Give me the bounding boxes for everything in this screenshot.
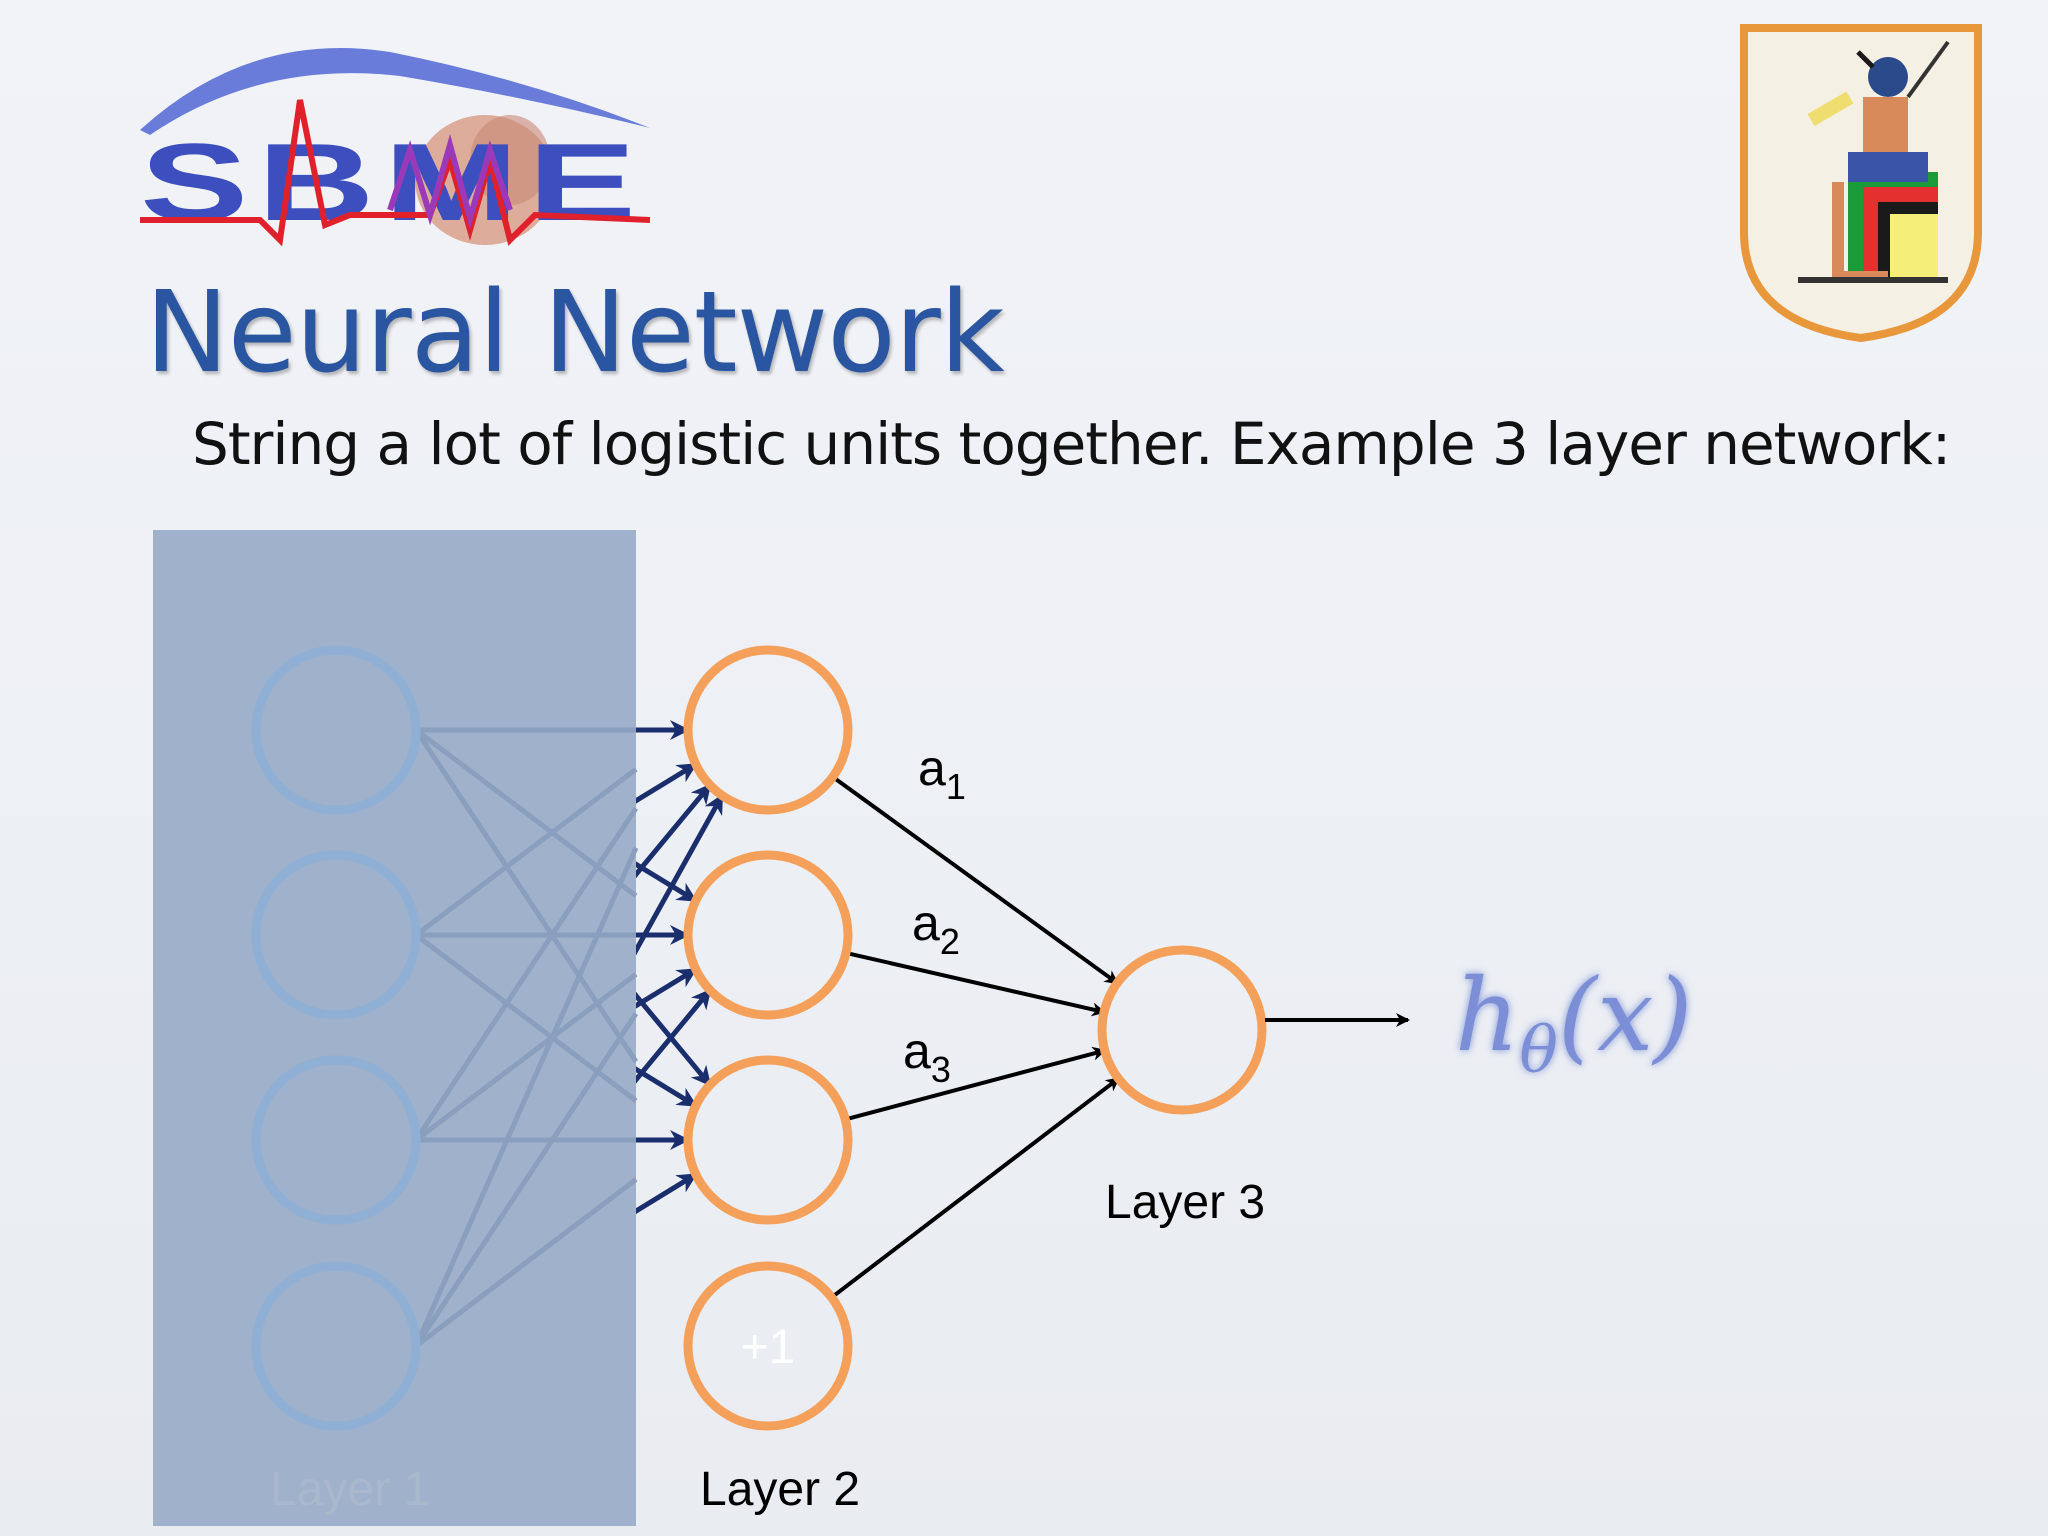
activation-label-a2: a2 <box>912 895 960 962</box>
layer1-node-2 <box>251 850 421 1020</box>
layer1-edge-3-1 <box>413 807 639 1142</box>
layer1-node-4 <box>251 1261 421 1431</box>
hidden-edge-1 <box>830 774 1119 985</box>
slide-title: Neural Network <box>145 268 1005 398</box>
layer1-edge-1-3 <box>413 728 639 1063</box>
layer2-node-2 <box>683 850 853 1020</box>
layer1-edge-3-2 <box>414 972 638 1142</box>
activation-label-a3: a3 <box>903 1023 951 1090</box>
layer1-edge-4-1 <box>413 846 639 1348</box>
layer1-label: Layer 1 <box>270 1463 430 1516</box>
layer1-node-1 <box>251 645 421 815</box>
layer2-node-3 <box>683 1055 853 1225</box>
layer1-connections <box>413 727 639 1348</box>
layer3-node-1 <box>1097 945 1267 1115</box>
layer1-edge-4-3 <box>414 1177 638 1348</box>
layer3-label: Layer 3 <box>1105 1176 1265 1229</box>
layer1-node-3 <box>251 1055 421 1225</box>
hidden-edge-2 <box>843 950 1106 1017</box>
output-hypothesis: hθ(x) <box>1455 957 1692 1088</box>
bias-node-label: +1 <box>741 1321 796 1374</box>
layer2-node-4 <box>683 1261 853 1431</box>
hidden-edge-4 <box>829 1076 1120 1301</box>
slide-subtitle: String a lot of logistic units together.… <box>192 410 1951 478</box>
layer2-label: Layer 2 <box>700 1463 860 1516</box>
activation-label-a1: a1 <box>918 740 966 807</box>
sbme-logo: SBME <box>140 48 651 247</box>
layer2-node-1 <box>683 645 853 815</box>
egyptian-scribe-emblem-icon <box>1740 24 1982 342</box>
layer1-edge-2-1 <box>414 767 638 937</box>
sbme-logo-text: SBME <box>140 121 645 244</box>
hidden-edge-3 <box>843 1046 1107 1122</box>
layer1-edge-4-2 <box>413 1012 639 1348</box>
